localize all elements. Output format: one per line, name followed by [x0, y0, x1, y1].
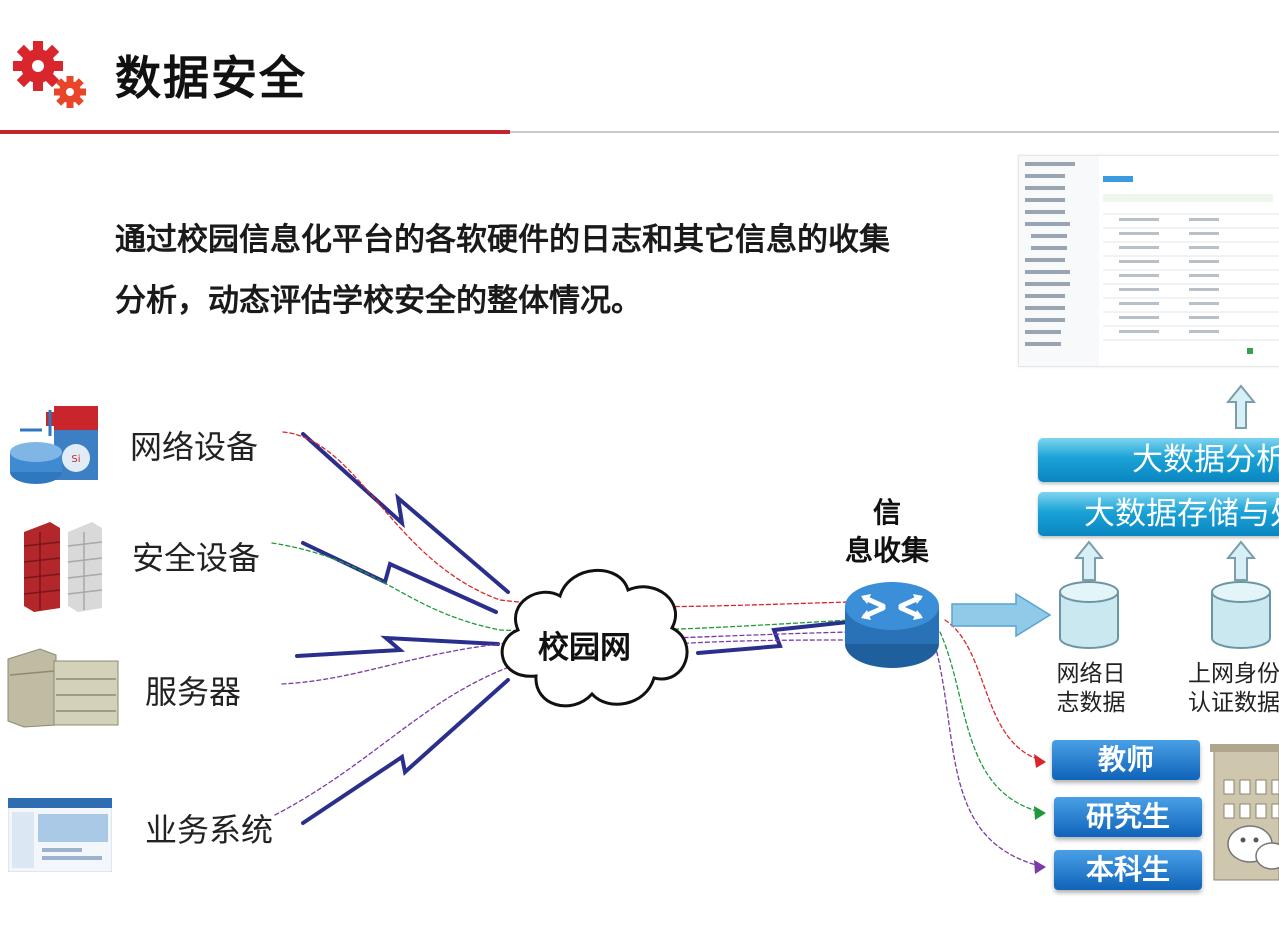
firewall-icon	[23, 522, 103, 612]
source-label-server: 服务器	[145, 673, 242, 711]
title-rule-accent	[0, 130, 510, 134]
up-arrow-icon	[1226, 384, 1256, 429]
bigdata-analysis-label: 大数据分析	[1132, 442, 1279, 478]
flow-arrow-icon	[951, 592, 1052, 638]
router-icon	[845, 582, 939, 668]
page-title: 数据安全	[115, 51, 307, 105]
title-rule	[510, 131, 1279, 133]
cloud-icon	[500, 568, 689, 708]
server-icon	[7, 648, 119, 728]
bigdata-storage-bar: 大数据存储与处理	[1038, 492, 1279, 536]
description-text: 通过校园信息化平台的各软硬件的日志和其它信息的收集分析，动态评估学校安全的整体情…	[115, 222, 890, 319]
gears-icon	[13, 41, 86, 108]
network-device-icon: Si	[10, 406, 98, 484]
source-label-business: 业务系统	[145, 811, 274, 849]
lightning-business	[301, 678, 510, 825]
lightning-cloud-router	[696, 620, 850, 655]
svg-text:Si: Si	[71, 454, 80, 465]
source-label-network: 网络设备	[130, 428, 259, 466]
collector-title-line2: 息收集	[844, 534, 929, 567]
cloud-label: 校园网	[538, 630, 631, 666]
user-group-teacher: 教师	[1052, 740, 1200, 780]
building-icon	[1210, 744, 1279, 881]
bigdata-storage-label: 大数据存储与处理	[1084, 496, 1279, 532]
database-label-log: 网络日 志数据	[1056, 661, 1126, 716]
database-icon	[1211, 540, 1271, 649]
user-group-graduate: 研究生	[1054, 797, 1202, 837]
database-icon	[1059, 540, 1119, 649]
bigdata-analysis-bar: 大数据分析	[1038, 438, 1279, 482]
database-label-auth: 上网身份 认证数据	[1188, 661, 1279, 716]
source-label-security: 安全设备	[132, 539, 261, 577]
platform-screenshot	[1018, 155, 1279, 367]
lightning-security	[301, 541, 498, 614]
lightning-network	[301, 432, 510, 594]
lightning-server	[295, 635, 500, 658]
business-system-icon	[8, 798, 112, 872]
user-group-undergraduate: 本科生	[1054, 850, 1202, 890]
collector-title-line1: 信	[872, 496, 901, 529]
